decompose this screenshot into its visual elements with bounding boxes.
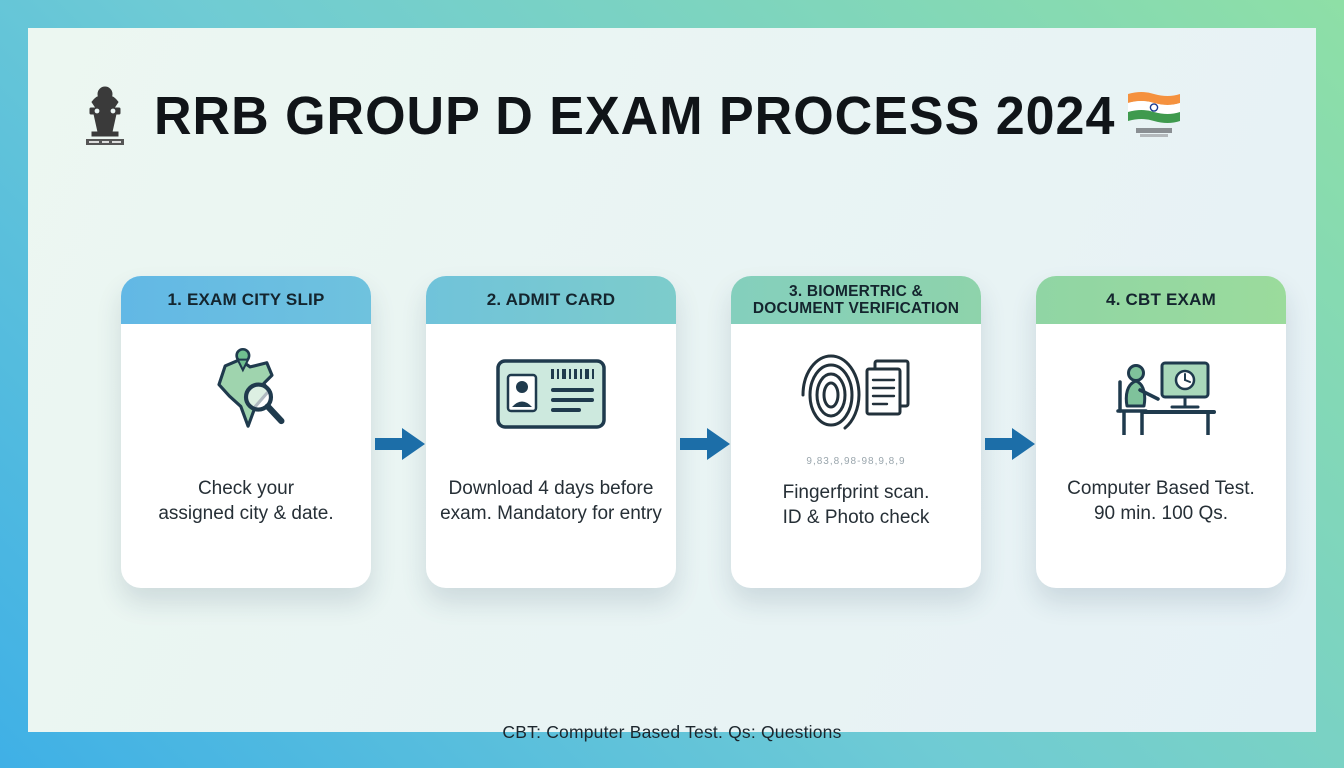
icon-caption-text: 9,83,8,98-98,9,8,9 xyxy=(806,456,906,467)
step-card-cbt-exam: 4. CBT EXAM Computer Based Test. 90 m xyxy=(1036,276,1286,588)
id-card-icon xyxy=(426,324,676,466)
india-flag-icon xyxy=(1126,90,1182,140)
step-description: Computer Based Test. 90 min. 100 Qs. xyxy=(1067,478,1255,525)
arrow-right-icon xyxy=(680,425,732,463)
ashoka-emblem-icon xyxy=(74,80,136,148)
person-at-computer-icon xyxy=(1036,324,1286,466)
step-card-exam-city-slip: 1. EXAM CITY SLIP Check your assigned ci… xyxy=(121,276,371,588)
arrow-right-icon xyxy=(985,425,1037,463)
step-card-biometric-verification: 3. BIOMERTRIC & DOCUMENT VERIFICATION xyxy=(731,276,981,588)
step-header: 1. EXAM CITY SLIP xyxy=(121,276,371,324)
step-description: Fingerfprint scan. ID & Photo check xyxy=(782,482,930,529)
step-header: 4. CBT EXAM xyxy=(1036,276,1286,324)
step-description: Check your assigned city & date. xyxy=(158,478,334,525)
page-title: RRB GROUP D EXAM PROCESS 2024 xyxy=(154,86,1116,147)
step-card-admit-card: 2. ADMIT CARD Download 4 days before exa… xyxy=(426,276,676,588)
infographic-panel: RRB GROUP D EXAM PROCESS 2024 1. EXAM CI… xyxy=(28,28,1316,742)
arrow-right-icon xyxy=(375,425,427,463)
step-header: 3. BIOMERTRIC & DOCUMENT VERIFICATION xyxy=(731,276,981,324)
fingerprint-documents-icon xyxy=(731,324,981,466)
step-header: 2. ADMIT CARD xyxy=(426,276,676,324)
step-description: Download 4 days before exam. Mandatory f… xyxy=(440,478,662,525)
india-map-search-icon xyxy=(121,324,371,466)
footer-legend: CBT: Computer Based Test. Qs: Questions xyxy=(502,722,842,742)
